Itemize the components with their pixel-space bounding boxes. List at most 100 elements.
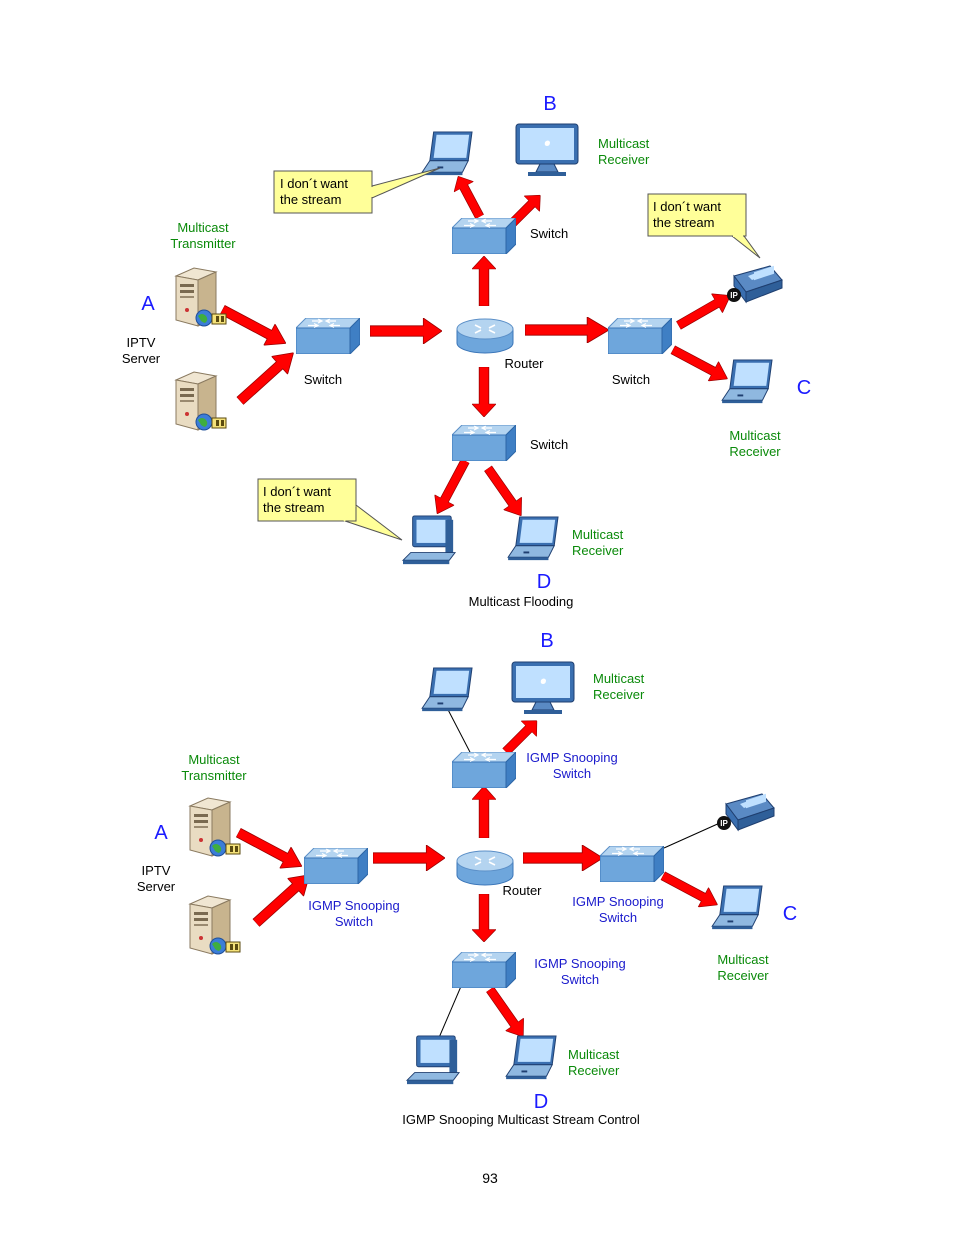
- figure-caption: Multicast Flooding: [469, 594, 574, 609]
- laptop-icon: [505, 1035, 557, 1080]
- laptop-icon: [507, 516, 559, 561]
- node-a-label: A: [141, 293, 155, 315]
- callout-line-1: I don´t want: [653, 199, 721, 214]
- router-icon: [456, 850, 514, 886]
- desktop-pc-icon: [406, 1035, 460, 1085]
- arrow-switch-to-router: [370, 318, 442, 344]
- igmp-switch-label: Switch: [561, 972, 599, 987]
- router-label: Router: [504, 356, 544, 371]
- callout-line-1: I don´t want: [280, 176, 348, 191]
- monitor-icon: [511, 661, 575, 715]
- arrow-router-to-top-switch: [472, 786, 496, 838]
- receiver-b-label: Receiver: [598, 152, 650, 167]
- arrow-right-switch-to-laptop: [667, 340, 733, 389]
- figure-caption: IGMP Snooping Multicast Stream Control: [402, 1112, 640, 1127]
- ip-badge: IP: [717, 816, 731, 830]
- laptop-icon: [421, 131, 473, 176]
- callout-c: I don´t want the stream: [647, 193, 761, 259]
- switch-icon: [452, 752, 516, 788]
- iptv-server-icon: [189, 895, 241, 955]
- ip-badge-label: IP: [730, 291, 738, 300]
- node-b-label: B: [540, 630, 553, 652]
- iptv-server-icon: [175, 371, 227, 431]
- switch-icon: [304, 848, 368, 884]
- laptop-icon: [721, 359, 773, 404]
- arrow-server1-to-switch: [216, 299, 292, 354]
- receiver-d-label: Multicast: [572, 527, 624, 542]
- arrow-bottom-switch-to-pc: [427, 455, 475, 519]
- receiver-b-label: Multicast: [598, 136, 650, 151]
- arrow-router-to-right-switch: [523, 845, 603, 871]
- arrow-right-switch-to-laptop: [657, 866, 723, 915]
- transmitter-label: Multicast: [188, 752, 240, 767]
- transmitter-label: Transmitter: [170, 236, 236, 251]
- arrow-server1-to-switch: [232, 822, 308, 877]
- ip-badge: IP: [727, 288, 741, 302]
- laptop-icon: [421, 667, 473, 712]
- switch-label: Switch: [612, 372, 650, 387]
- monitor-icon: [515, 123, 579, 177]
- callout-line-2: the stream: [280, 192, 341, 207]
- transmitter-label: Multicast: [177, 220, 229, 235]
- node-b-label: B: [543, 93, 556, 115]
- igmp-switch-label: IGMP Snooping: [534, 956, 626, 971]
- ip-badge-label: IP: [720, 819, 728, 828]
- switch-icon: [452, 425, 516, 461]
- transmitter-label: Transmitter: [181, 768, 247, 783]
- receiver-d-label: Receiver: [572, 543, 624, 558]
- igmp-switch-label: Switch: [553, 766, 591, 781]
- arrow-bottom-switch-to-laptop: [478, 462, 531, 523]
- server-label: Server: [137, 879, 176, 894]
- node-a-label: A: [154, 822, 168, 844]
- arrow-server2-to-switch: [232, 343, 302, 410]
- switch-label: Switch: [304, 372, 342, 387]
- node-c-label: C: [797, 377, 811, 399]
- receiver-d-label: Receiver: [568, 1063, 620, 1078]
- arrow-router-to-right-switch: [525, 317, 609, 343]
- igmp-switch-label: Switch: [599, 910, 637, 925]
- iptv-server-icon: [189, 797, 241, 857]
- desktop-pc-icon: [402, 515, 456, 565]
- switch-icon: [296, 318, 360, 354]
- receiver-c-label: Multicast: [717, 952, 769, 967]
- igmp-switch-label: IGMP Snooping: [308, 898, 400, 913]
- arrow-switch-to-router: [373, 845, 445, 871]
- router-icon: [456, 318, 514, 354]
- server-label: Server: [122, 351, 161, 366]
- callout-line-2: the stream: [653, 215, 714, 230]
- igmp-switch-label: IGMP Snooping: [526, 750, 618, 765]
- switch-icon: [452, 952, 516, 988]
- callout-line-2: the stream: [263, 500, 324, 515]
- arrow-router-to-bottom-switch: [472, 367, 496, 417]
- receiver-c-label: Receiver: [729, 444, 781, 459]
- node-d-label: D: [537, 571, 551, 593]
- server-label: IPTV: [142, 863, 171, 878]
- switch-icon: [608, 318, 672, 354]
- arrow-right-switch-to-phone: [673, 286, 736, 336]
- switch-icon: [600, 846, 664, 882]
- router-label: Router: [502, 883, 542, 898]
- receiver-c-label: Multicast: [729, 428, 781, 443]
- switch-label: Switch: [530, 437, 568, 452]
- iptv-server-icon: [175, 267, 227, 327]
- server-label: IPTV: [127, 335, 156, 350]
- igmp-snooping-diagram: IP B A C D Multicast Receiver Multicast …: [137, 630, 797, 1127]
- switch-icon: [452, 218, 516, 254]
- callout-d: I don´t want the stream: [257, 478, 403, 541]
- arrow-top-switch-to-laptop: [448, 171, 490, 222]
- ip-phone-icon: [733, 265, 783, 303]
- receiver-b-label: Receiver: [593, 687, 645, 702]
- page-number: 93: [482, 1170, 498, 1186]
- igmp-switch-label: Switch: [335, 914, 373, 929]
- igmp-switch-label: IGMP Snooping: [572, 894, 664, 909]
- arrow-bottom-switch-to-laptop: [480, 983, 533, 1044]
- multicast-flooding-diagram: IP I don´t want the stream I don´t want …: [122, 93, 811, 609]
- callout-b: I don´t want the stream: [273, 167, 441, 214]
- switch-label: Switch: [530, 226, 568, 241]
- node-d-label: D: [534, 1091, 548, 1113]
- receiver-b-label: Multicast: [593, 671, 645, 686]
- ip-phone-icon: [725, 793, 775, 831]
- laptop-icon: [711, 885, 763, 930]
- receiver-c-label: Receiver: [717, 968, 769, 983]
